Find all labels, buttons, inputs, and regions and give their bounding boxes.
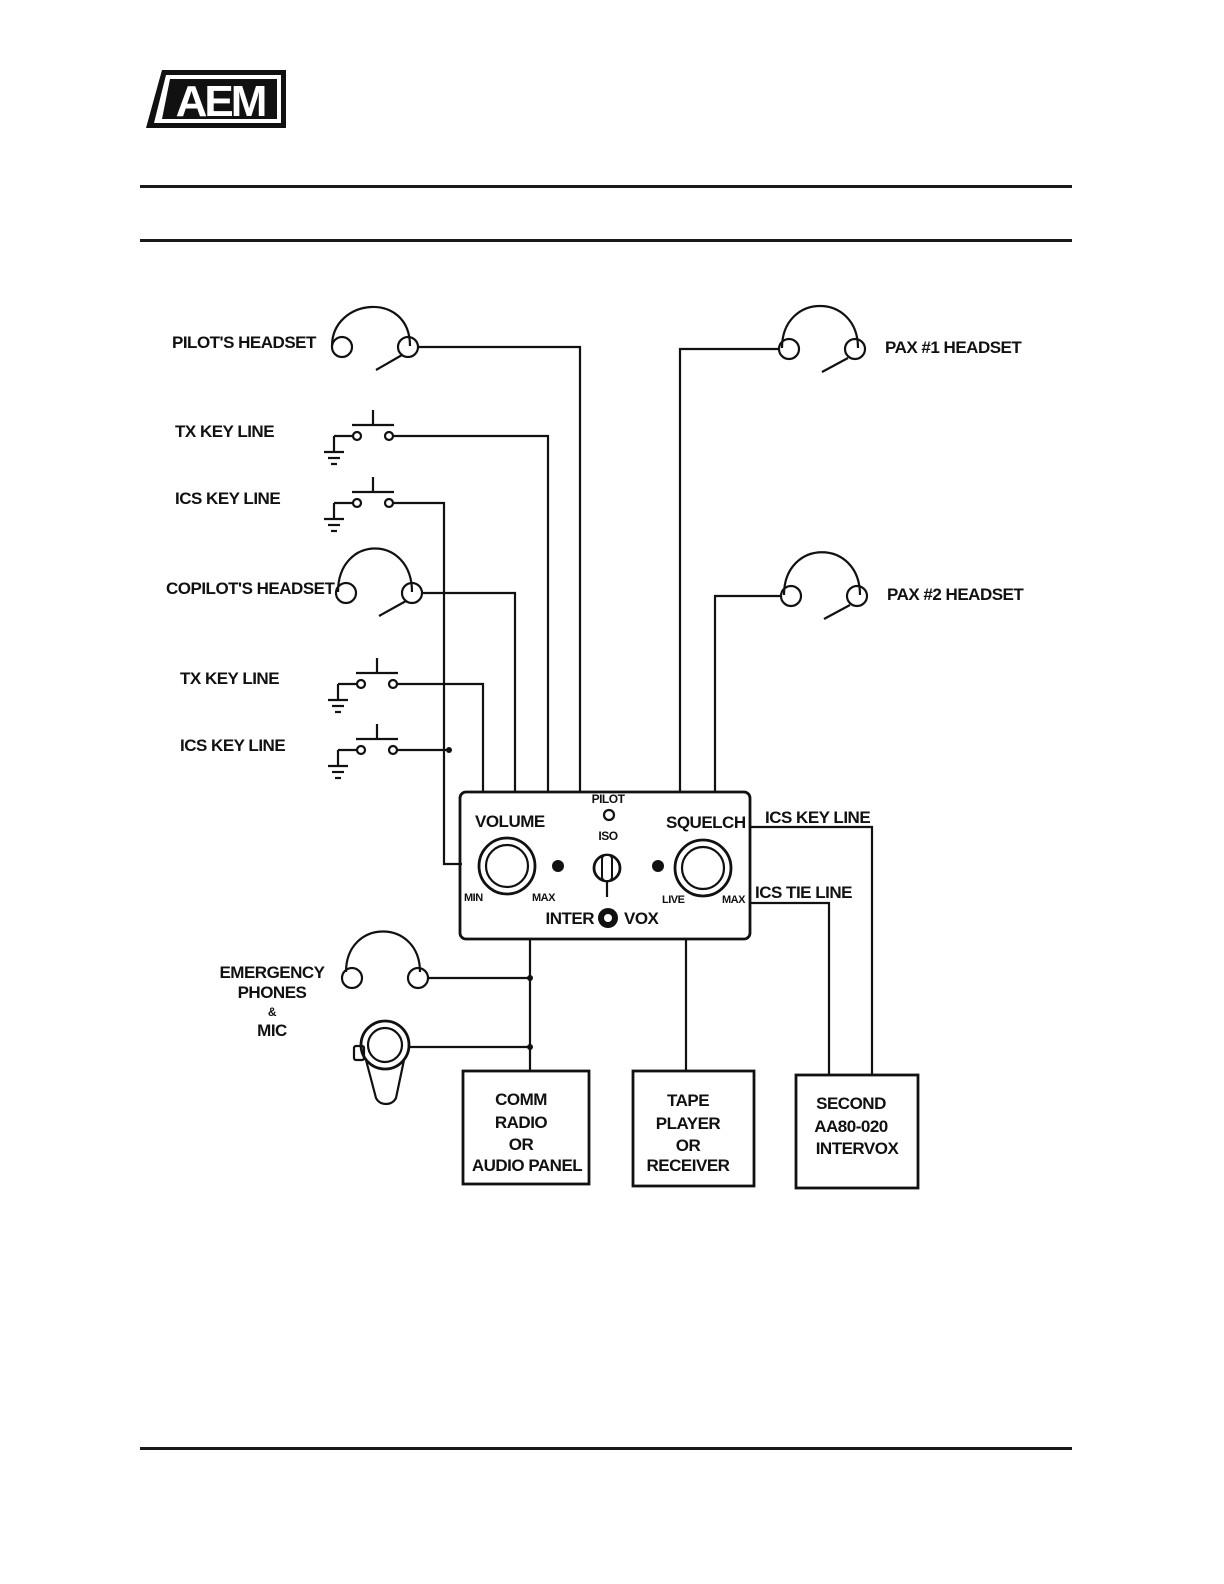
copilot-headset-label: COPILOT'S HEADSET [166, 579, 336, 598]
tx-key-switch-2-icon [328, 658, 398, 712]
inter-label: INTER [546, 909, 595, 928]
tx-key-line-1-label: TX KEY LINE [175, 422, 274, 441]
squelch-knob-icon [675, 840, 731, 896]
volume-label: VOLUME [475, 812, 545, 831]
emergency-line-4: MIC [257, 1021, 287, 1040]
comm-box-line-3: OR [509, 1135, 534, 1154]
ics-key-line-2-label: ICS KEY LINE [180, 736, 285, 755]
volume-knob-icon [479, 838, 535, 894]
emergency-line-2: PHONES [238, 983, 307, 1002]
comm-radio-box: COMM RADIO OR AUDIO PANEL [463, 1071, 589, 1184]
tape-box-line-4: RECEIVER [647, 1156, 730, 1175]
squelch-max-label: MAX [722, 894, 746, 906]
emergency-line-3: & [268, 1005, 277, 1019]
toggle-switch-icon [594, 855, 620, 897]
squelch-label: SQUELCH [666, 813, 746, 832]
tape-box-line-2: PLAYER [656, 1114, 721, 1133]
pax2-headset-icon [781, 552, 867, 619]
ics-key-line-right-label: ICS KEY LINE [765, 808, 870, 827]
second-box-line-2: AA80-020 [814, 1117, 888, 1136]
pax2-headset-label: PAX #2 HEADSET [887, 585, 1024, 604]
pilot-headset-icon [332, 307, 418, 370]
ics-key-switch-2-icon [328, 724, 398, 778]
vox-label: VOX [624, 909, 660, 928]
second-intervox-box: SECOND AA80-020 INTERVOX [796, 1075, 918, 1188]
vox-led-icon [598, 908, 618, 928]
microphone-icon [354, 1021, 409, 1104]
comm-box-line-2: RADIO [495, 1113, 548, 1132]
ics-tie-line-label: ICS TIE LINE [755, 883, 852, 902]
tape-box-line-3: OR [676, 1136, 701, 1155]
second-box-line-3: INTERVOX [816, 1139, 900, 1158]
tape-box-line-1: TAPE [667, 1091, 709, 1110]
iso-label: ISO [598, 829, 617, 843]
tx-key-line-2-label: TX KEY LINE [180, 669, 279, 688]
copilot-headset-icon [336, 549, 422, 617]
pilot-label: PILOT [592, 792, 626, 806]
ics-key-switch-1-icon [324, 477, 394, 531]
comm-box-line-4: AUDIO PANEL [472, 1156, 582, 1175]
pax1-headset-label: PAX #1 HEADSET [885, 338, 1022, 357]
second-box-line-1: SECOND [816, 1094, 886, 1113]
volume-min-label: MIN [464, 892, 483, 904]
ics-key-line-1-label: ICS KEY LINE [175, 489, 280, 508]
volume-max-label: MAX [532, 892, 556, 904]
emergency-line-1: EMERGENCY [219, 963, 325, 982]
pax1-headset-icon [779, 306, 865, 372]
intervox-control-panel: VOLUME SQUELCH PILOT ISO MIN MAX LIVE MA… [460, 792, 750, 939]
tx-key-switch-1-icon [324, 410, 394, 464]
emergency-phones-icon [342, 932, 428, 989]
pilot-headset-label: PILOT'S HEADSET [172, 333, 317, 352]
squelch-live-label: LIVE [662, 894, 685, 906]
tape-player-box: TAPE PLAYER OR RECEIVER [633, 1071, 754, 1186]
comm-box-line-1: COMM [495, 1090, 547, 1109]
wiring [393, 347, 872, 1075]
